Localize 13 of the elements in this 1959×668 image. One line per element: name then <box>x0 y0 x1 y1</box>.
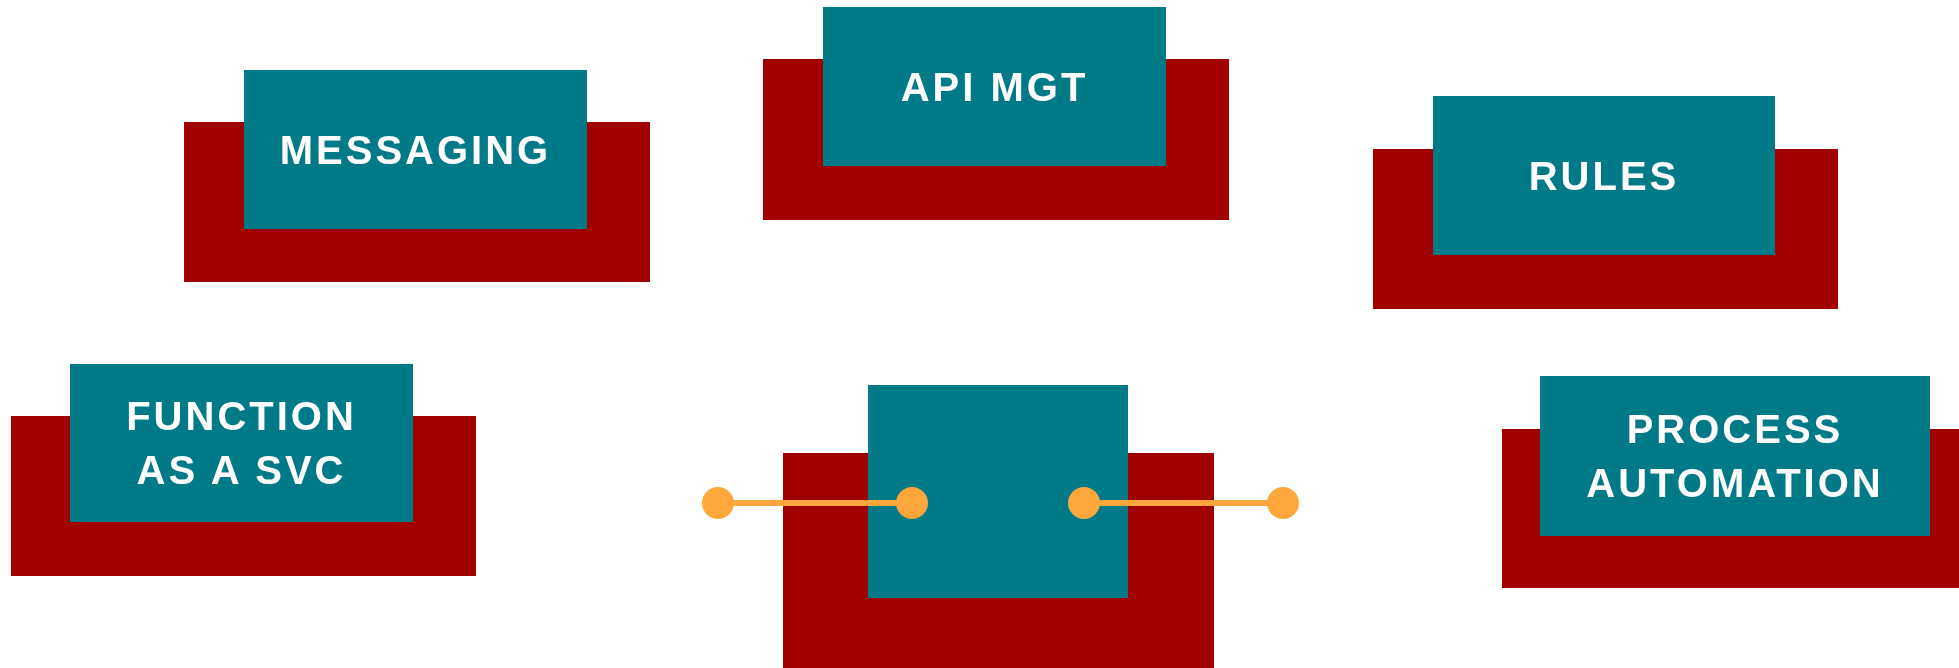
process-box <box>70 364 413 522</box>
connector-line <box>1068 487 1299 519</box>
box-label: MESSAGING <box>279 126 552 174</box>
process-box <box>1433 96 1775 255</box>
process-box <box>868 385 1128 598</box>
box-label: FUNCTION AS A SVC <box>125 393 358 494</box>
process-box <box>244 70 587 229</box>
process-box <box>1540 376 1930 536</box>
box-label: RULES <box>1528 152 1680 200</box>
box-label: API MGT <box>900 63 1089 111</box>
box-label: PROCESS AUTOMATION <box>1585 406 1885 507</box>
connector-line <box>702 487 928 519</box>
process-box <box>823 7 1166 166</box>
